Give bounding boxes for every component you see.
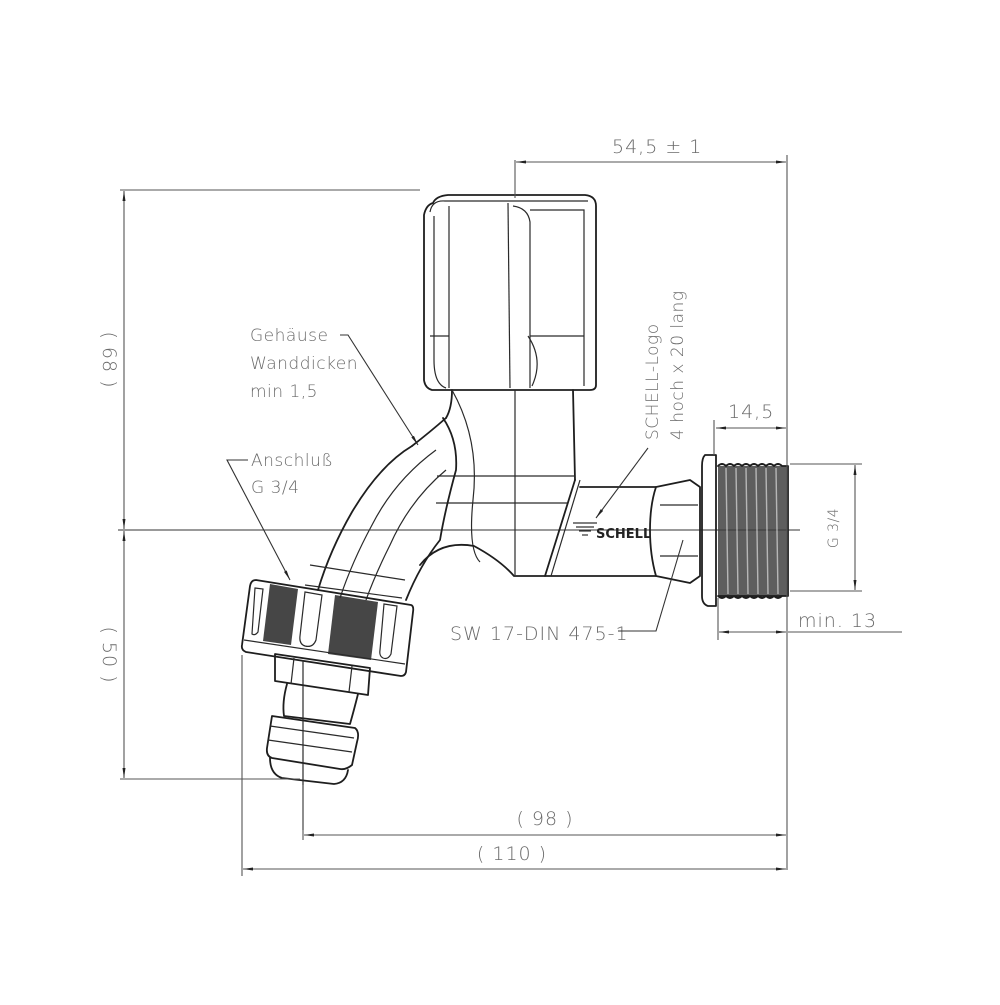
logo-note-line1: SCHELL-Logo [643,323,663,440]
wrench-size-label: SW 17-DIN 475-1 [450,623,629,645]
dim-overall-110-label: ( 110 ) [477,843,547,865]
annotation-wrench-size: SW 17-DIN 475-1 [450,539,684,645]
connection-note-line1: Anschluß [251,451,333,471]
connection-note-line2: G 3/4 [251,478,299,498]
annotation-connection: Anschluß G 3/4 [226,451,333,581]
logo-mark-text: SCHELL [596,527,651,542]
handle-knob [423,194,597,391]
dimension-overall-lengths: ( 98 ) ( 110 ) [241,655,786,876]
dim-height-upper-label: ( 68 ) [98,331,120,388]
logo-note-line2: 4 hoch x 20 lang [668,290,688,440]
dimension-vertical-heights: ( 68 ) ( 50 ) [98,189,420,780]
housing-note-line2: Wanddicken [250,354,358,374]
valve-body [304,389,657,601]
annotation-schell-logo: SCHELL-Logo 4 hoch x 20 lang [595,290,688,519]
hex-fitting [649,454,717,607]
dim-height-lower-label: ( 50 ) [98,626,120,683]
dim-thread-size-label: G 3/4 [826,508,842,548]
dim-thread-length-label: 14,5 [728,401,774,423]
annotation-housing-wall: Gehäuse Wanddicken min 1,5 [250,326,419,446]
dim-min-engagement-label: min. 13 [798,610,877,632]
schell-logo-mark: SCHELL [573,522,651,542]
dim-overall-98-label: ( 98 ) [516,808,573,830]
hose-coupling-nut [240,579,415,677]
dim-top-width-label: 54,5 ± 1 [612,136,702,158]
hose-nipple [265,653,371,830]
dimension-thread-length: 14,5 [713,401,786,455]
housing-note-line3: min 1,5 [250,382,318,402]
housing-note-line1: Gehäuse [250,326,328,346]
dimension-top-width: 54,5 ± 1 [514,136,788,870]
dimension-min-engagement: min. 13 [717,598,902,640]
dimension-thread-size: G 3/4 [790,463,862,592]
male-thread [717,463,789,599]
